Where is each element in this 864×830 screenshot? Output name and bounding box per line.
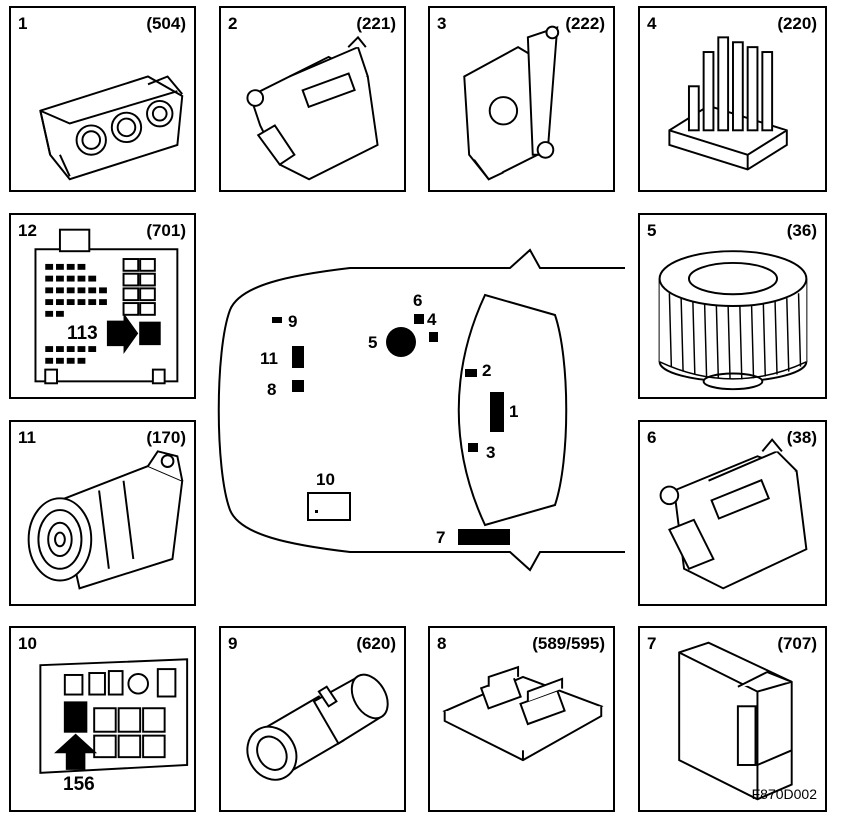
label-11: 11 bbox=[260, 349, 278, 368]
panel-recirculation-actuator: 6 (38) bbox=[638, 420, 827, 606]
label-4: 4 bbox=[427, 310, 437, 329]
label-9: 9 bbox=[288, 312, 297, 331]
panel-number: 5 bbox=[647, 221, 657, 240]
label-6: 6 bbox=[413, 291, 422, 310]
panel-number: 4 bbox=[647, 14, 657, 33]
fuse-callout-label: 113 bbox=[67, 323, 98, 344]
component-code: (620) bbox=[356, 634, 396, 653]
component-code: (222) bbox=[565, 14, 605, 33]
component-code: (170) bbox=[146, 428, 186, 447]
panel-damper-actuator: 2 (221) bbox=[219, 6, 406, 192]
label-7: 7 bbox=[436, 528, 445, 547]
panel-number: 7 bbox=[647, 634, 657, 653]
component-code: (589/595) bbox=[532, 634, 605, 653]
marker-1 bbox=[490, 392, 504, 432]
panel-number: 11 bbox=[18, 428, 36, 447]
engine-fuse-box-icon bbox=[39, 658, 189, 774]
damper-actuator-icon bbox=[246, 35, 379, 181]
component-code: (504) bbox=[146, 14, 186, 33]
panel-control-module: 7 (707) F870D002 bbox=[638, 626, 827, 812]
marker-7 bbox=[458, 529, 510, 545]
car-location-diagram: 9 11 8 5 6 4 2 1 3 10 7 bbox=[217, 248, 625, 572]
marker-10 bbox=[307, 492, 351, 521]
panel-pressure-sensor: 9 (620) bbox=[219, 626, 406, 812]
component-code: (707) bbox=[777, 634, 817, 653]
label-1: 1 bbox=[509, 402, 518, 421]
panel-ac-compressor: 11 (170) bbox=[9, 420, 196, 606]
panel-number: 9 bbox=[228, 634, 238, 653]
ac-compressor-icon bbox=[27, 450, 184, 590]
component-code: (38) bbox=[786, 428, 817, 447]
marker-3 bbox=[468, 443, 478, 452]
panel-number: 3 bbox=[437, 14, 447, 33]
label-10: 10 bbox=[316, 470, 335, 489]
marker-2 bbox=[465, 369, 477, 377]
panel-number: 8 bbox=[437, 634, 447, 653]
panel-fan-resistor: 4 (220) bbox=[638, 6, 827, 192]
windshield-outline bbox=[457, 293, 568, 527]
panel-number: 6 bbox=[647, 428, 657, 447]
recirculation-actuator-icon bbox=[659, 438, 808, 590]
label-3: 3 bbox=[486, 443, 495, 462]
panel-engine-fuse-box: 10 156 bbox=[9, 626, 196, 812]
component-code: (36) bbox=[786, 221, 817, 240]
fan-resistor-icon bbox=[668, 36, 788, 171]
car-body-outline bbox=[217, 248, 625, 572]
marker-9 bbox=[272, 317, 282, 323]
engine-control-module-icon bbox=[442, 665, 604, 762]
blower-fan-icon bbox=[658, 250, 808, 391]
component-code: (220) bbox=[777, 14, 817, 33]
fuse-box-icon bbox=[34, 228, 179, 385]
panel-number: 10 bbox=[18, 634, 37, 653]
damper-actuator-arm-icon bbox=[463, 25, 560, 181]
marker-8 bbox=[292, 380, 304, 392]
panel-climate-control: 1 (504) bbox=[9, 6, 196, 192]
panel-fuse-box: 12 (701) 113 bbox=[9, 213, 196, 399]
climate-control-panel-icon bbox=[39, 75, 184, 181]
marker-6 bbox=[414, 314, 424, 324]
panel-blower-fan: 5 (36) bbox=[638, 213, 827, 399]
panel-number: 1 bbox=[18, 14, 28, 33]
panel-number: 2 bbox=[228, 14, 238, 33]
marker-5 bbox=[386, 327, 416, 357]
label-5: 5 bbox=[368, 333, 377, 352]
label-8: 8 bbox=[267, 380, 276, 399]
panel-damper-actuator-arm: 3 (222) bbox=[428, 6, 615, 192]
panel-engine-control-module: 8 (589/595) bbox=[428, 626, 615, 812]
marker-11 bbox=[292, 346, 304, 368]
component-code: (221) bbox=[356, 14, 396, 33]
label-2: 2 bbox=[482, 361, 491, 380]
fuse-callout-label: 156 bbox=[63, 774, 95, 795]
marker-4 bbox=[429, 332, 438, 342]
panel-number: 12 bbox=[18, 221, 37, 240]
control-module-icon bbox=[678, 641, 793, 801]
figure-id: F870D002 bbox=[751, 786, 817, 802]
pressure-sensor-icon bbox=[246, 673, 389, 781]
component-code: (701) bbox=[146, 221, 186, 240]
